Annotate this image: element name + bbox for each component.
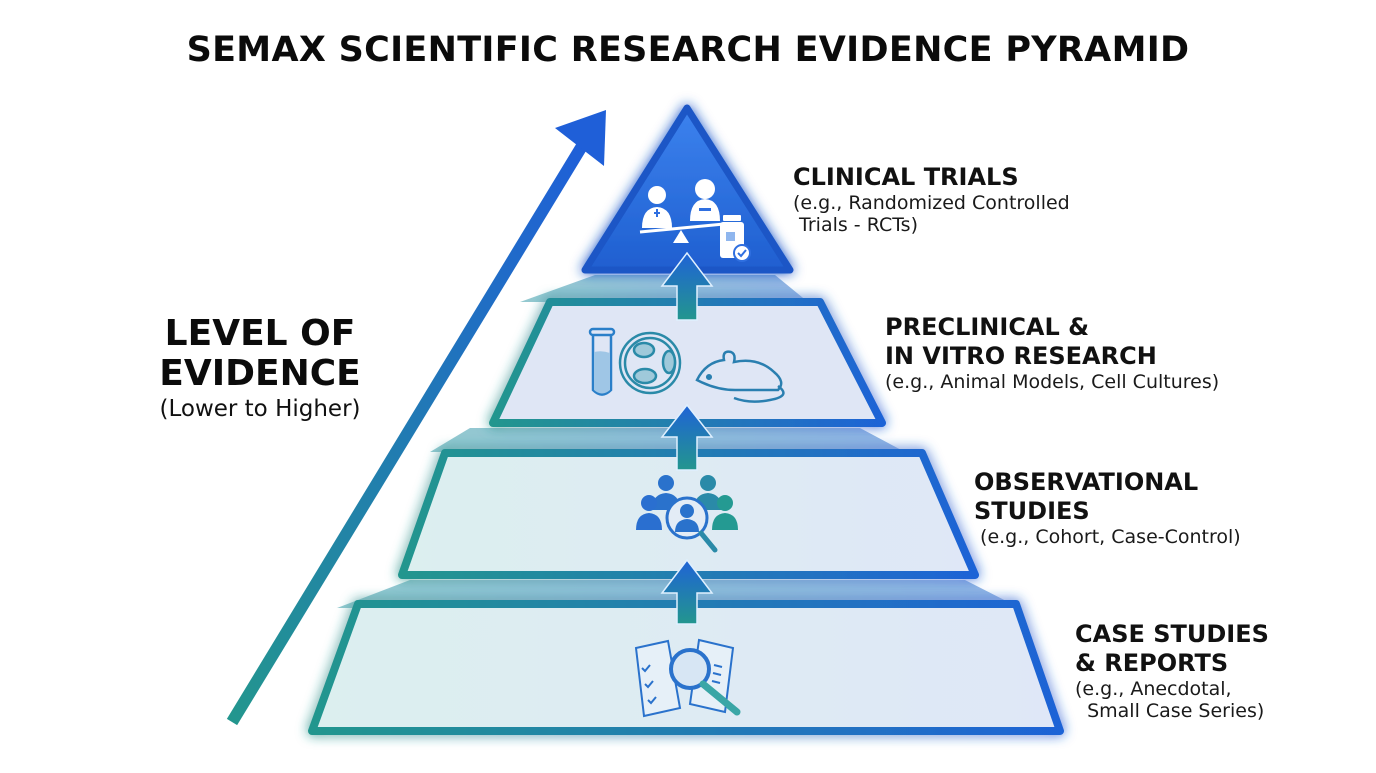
- tier-detail: (e.g., Cohort, Case-Control): [974, 526, 1241, 548]
- level-arrow-head-icon: [555, 110, 606, 166]
- axis-sublabel: (Lower to Higher): [159, 396, 361, 422]
- tier-heading: CLINICAL TRIALS: [793, 163, 1019, 191]
- level-arrow-shaft: [226, 142, 588, 726]
- petri-dish-icon: [618, 331, 682, 395]
- test-tube-icon: [588, 327, 616, 396]
- shelf-3: [520, 275, 808, 302]
- up-arrow-icon: [660, 251, 714, 321]
- up-arrow-icon: [660, 558, 714, 625]
- page-title: SEMAX SCIENTIFIC RESEARCH EVIDENCE PYRAM…: [186, 30, 1190, 70]
- axis-label-line1: LEVEL OF: [164, 313, 356, 354]
- tier-label-preclinical: PRECLINICAL & IN VITRO RESEARCH (e.g., A…: [885, 313, 1219, 393]
- tier-label-case-studies: CASE STUDIES & REPORTS (e.g., Anecdotal,…: [1075, 620, 1269, 722]
- tier-label-clinical-trials: CLINICAL TRIALS (e.g., Randomized Contro…: [793, 163, 1070, 236]
- tier-heading: PRECLINICAL & IN VITRO RESEARCH: [885, 313, 1157, 370]
- tier-label-observational: OBSERVATIONAL STUDIES (e.g., Cohort, Cas…: [974, 468, 1241, 548]
- tier-detail: (e.g., Anecdotal, Small Case Series): [1075, 678, 1265, 722]
- people-magnifier-icon: [636, 475, 738, 553]
- up-arrow-icon: [660, 403, 714, 471]
- level-arrow: [226, 110, 606, 726]
- tier-clinical-trials: [581, 104, 794, 274]
- mouse-icon: [695, 350, 785, 403]
- tier-heading: OBSERVATIONAL STUDIES: [974, 468, 1199, 525]
- clinical-trial-balance-icon: [639, 179, 751, 262]
- tier-detail: (e.g., Animal Models, Cell Cultures): [885, 371, 1220, 393]
- documents-magnifier-icon: [634, 638, 741, 718]
- tier-detail: (e.g., Randomized Controlled Trials - RC…: [793, 192, 1070, 236]
- tier-heading: CASE STUDIES & REPORTS: [1075, 620, 1269, 677]
- level-of-evidence-label: LEVEL OF EVIDENCE (Lower to Higher): [130, 314, 390, 424]
- lab-test-tube-petri-mouse-icon: [588, 327, 785, 403]
- shelf-2: [430, 428, 905, 452]
- axis-label-line2: EVIDENCE: [159, 353, 361, 394]
